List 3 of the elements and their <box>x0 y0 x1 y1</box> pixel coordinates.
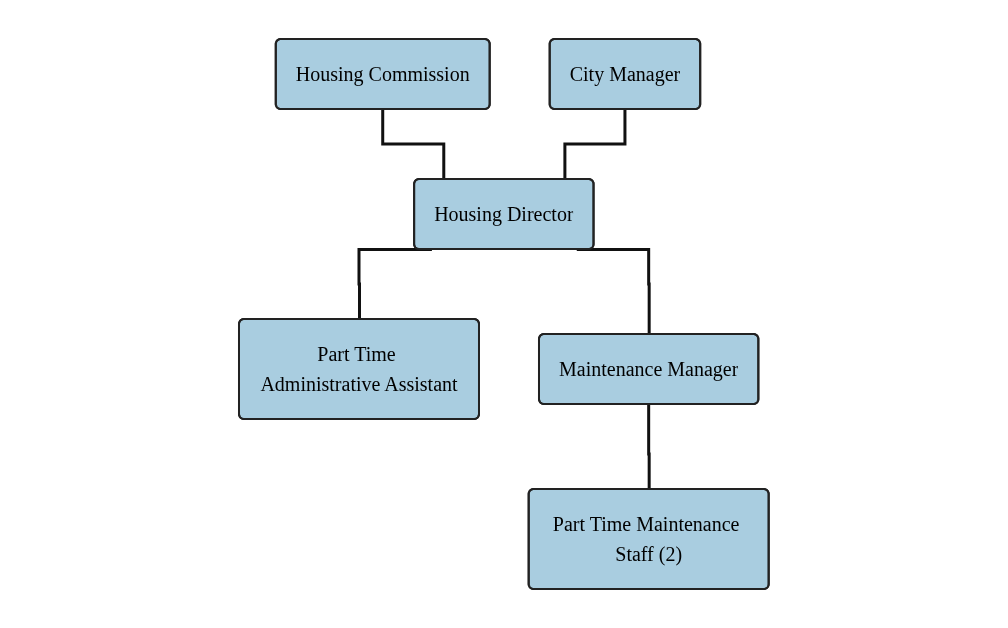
connector <box>563 108 628 180</box>
connector <box>647 403 651 490</box>
connector <box>381 108 446 180</box>
